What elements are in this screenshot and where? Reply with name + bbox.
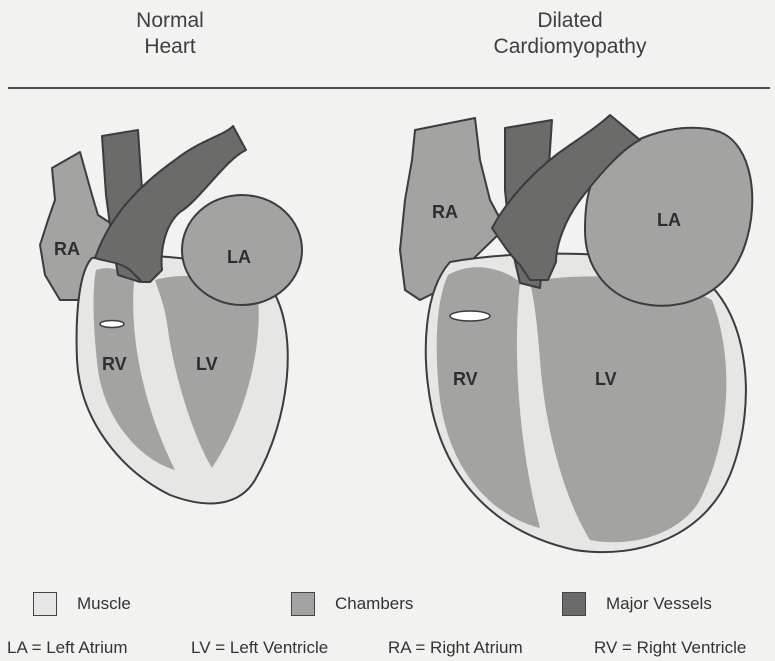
dilated-heart: RA LA RV LV: [400, 115, 752, 552]
abbreviation-la: LA = Left Atrium: [7, 638, 128, 658]
abbreviation-rv: RV = Right Ventricle: [594, 638, 746, 658]
normal-la-label: LA: [227, 247, 251, 267]
dilated-rv-label: RV: [453, 369, 478, 389]
normal-ra-label: RA: [54, 239, 80, 259]
dilated-lv-label: LV: [595, 369, 617, 389]
legend-major-vessels-label: Major Vessels: [606, 594, 712, 614]
normal-lv-label: LV: [196, 354, 218, 374]
dilated-la-label: LA: [657, 210, 681, 230]
legend-muscle: Muscle: [33, 591, 131, 617]
dilated-ra-label: RA: [432, 202, 458, 222]
muscle-swatch: [33, 592, 57, 616]
dilated-valve: [450, 311, 490, 321]
legend-chambers-label: Chambers: [335, 594, 413, 614]
normal-heart: RA LA RV LV: [40, 126, 302, 503]
abbreviation-lv: LV = Left Ventricle: [191, 638, 328, 658]
heart-diagrams: RA LA RV LV RA LA RV LV: [0, 0, 775, 580]
normal-valve: [100, 321, 124, 328]
normal-rv-label: RV: [102, 354, 127, 374]
abbreviation-ra: RA = Right Atrium: [388, 638, 523, 658]
legend-chambers: Chambers: [291, 591, 413, 617]
legend-major-vessels: Major Vessels: [562, 591, 712, 617]
legend-muscle-label: Muscle: [77, 594, 131, 614]
major-vessels-swatch: [562, 592, 586, 616]
chambers-swatch: [291, 592, 315, 616]
